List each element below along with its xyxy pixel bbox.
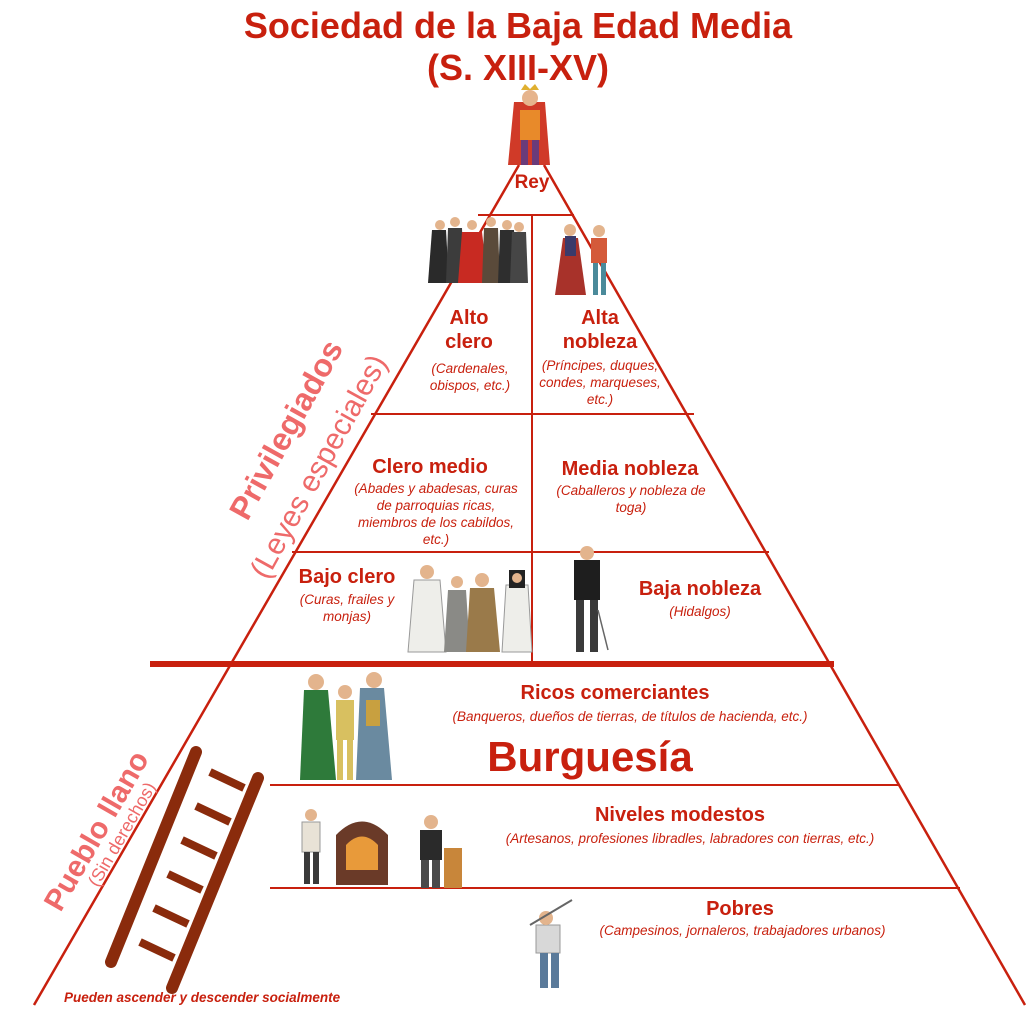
label-burguesia: Burguesía bbox=[487, 733, 693, 780]
desc-media-nobleza: (Caballeros y nobleza de toga) bbox=[556, 483, 706, 515]
baja-nobleza-figure bbox=[574, 546, 609, 652]
label-clero-medio: Clero medio bbox=[372, 456, 488, 478]
niveles-modestos-figures bbox=[301, 809, 462, 888]
label-rey: Rey bbox=[514, 172, 550, 193]
desc-ricos-comerciantes: (Banqueros, dueños de tierras, de título… bbox=[452, 709, 808, 724]
label-baja-nobleza: Baja nobleza bbox=[638, 578, 762, 600]
desc-alto-clero: (Cardenales, obispos, etc.) bbox=[429, 361, 511, 393]
desc-bajo-clero: (Curas, frailes y monjas) bbox=[299, 592, 395, 624]
footer-note: Pueden ascender y descender socialmente bbox=[64, 990, 341, 1005]
label-bajo-clero: Bajo clero bbox=[298, 566, 396, 588]
label-pobres: Pobres bbox=[706, 898, 774, 920]
alta-nobleza-figures bbox=[555, 224, 607, 295]
pyramid-left-edge bbox=[32, 164, 521, 1006]
label-alto-clero-1: Alto bbox=[449, 307, 489, 329]
desc-niveles-modestos: (Artesanos, profesiones libradles, labra… bbox=[505, 831, 875, 846]
desc-clero-medio: (Abades y abadesas, curas de parroquias … bbox=[354, 481, 518, 547]
label-media-nobleza: Media nobleza bbox=[561, 458, 699, 480]
page-title: Sociedad de la Baja Edad Media bbox=[243, 5, 793, 46]
king-figure bbox=[508, 84, 550, 165]
bajo-clero-figures bbox=[407, 565, 533, 653]
label-alta-nobleza-2: nobleza bbox=[562, 331, 638, 353]
alto-clero-figures bbox=[428, 217, 528, 283]
pyramid-right-edge bbox=[542, 164, 1027, 1006]
label-ricos-comerciantes: Ricos comerciantes bbox=[520, 682, 710, 704]
label-alto-clero-2: clero bbox=[445, 331, 493, 353]
ladder-icon bbox=[105, 746, 264, 994]
desc-pobres: (Campesinos, jornaleros, trabajadores ur… bbox=[599, 923, 886, 938]
pobre-figure bbox=[529, 899, 573, 988]
desc-baja-nobleza: (Hidalgos) bbox=[669, 604, 731, 619]
desc-alta-nobleza: (Príncipes, duques, condes, marqueses, e… bbox=[539, 358, 661, 407]
label-niveles-modestos: Niveles modestos bbox=[594, 804, 766, 826]
burguesia-figures bbox=[300, 672, 392, 780]
label-alta-nobleza-1: Alta bbox=[581, 307, 619, 329]
page-subtitle: (S. XIII-XV) bbox=[426, 47, 610, 88]
